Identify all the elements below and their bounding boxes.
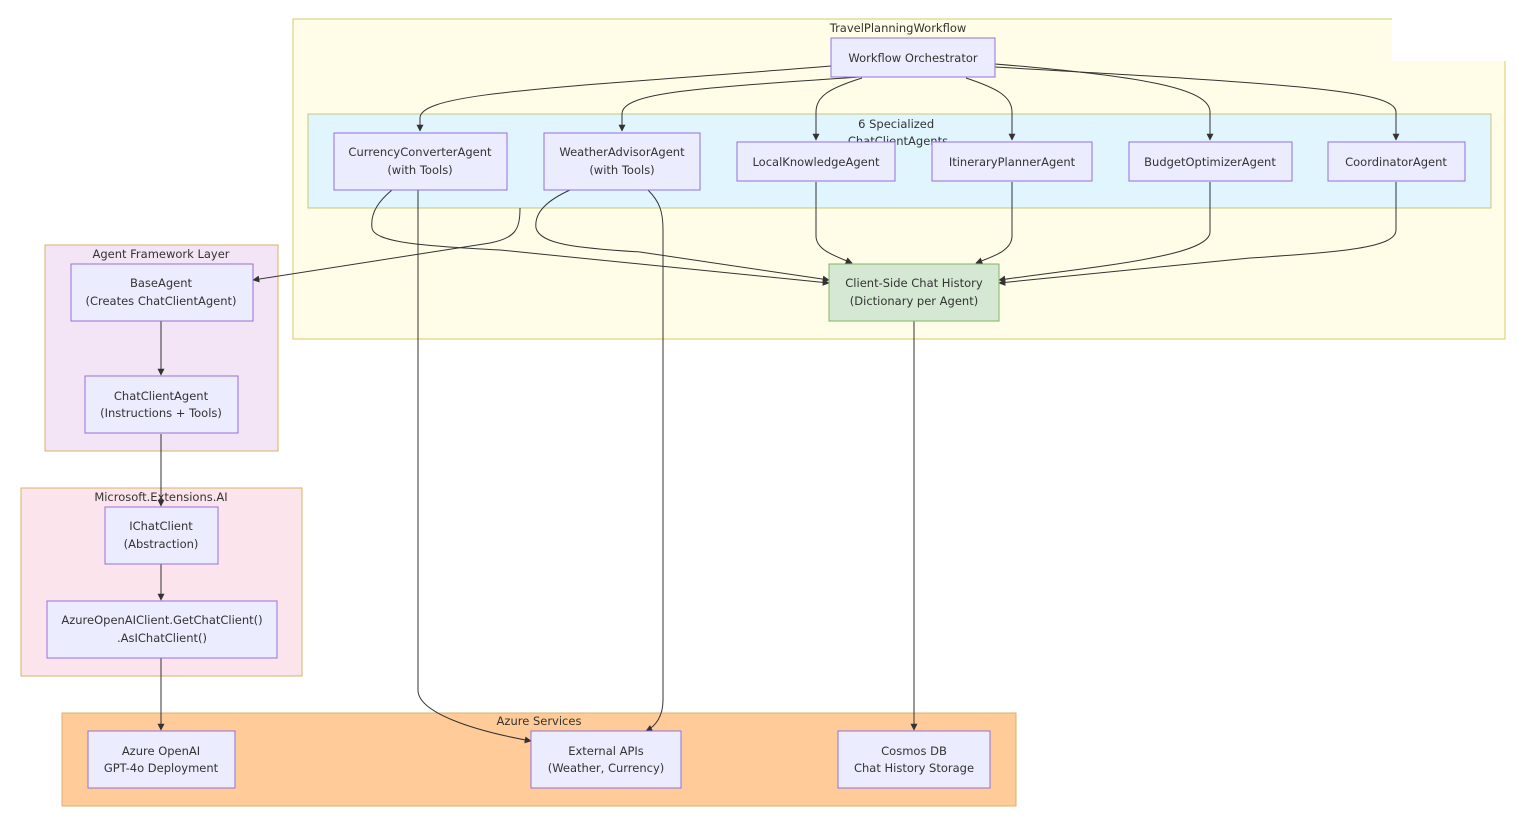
node-label: External APIs (568, 744, 644, 758)
node-azure-openai-client: AzureOpenAIClient.GetChatClient() .AsICh… (46, 600, 278, 659)
edge-budget-to-history (998, 182, 1211, 283)
nodes: Workflow Orchestrator CurrencyConverterA… (46, 37, 1466, 789)
node-label: ItineraryPlannerAgent (949, 155, 1076, 169)
edge-coordinator-to-history (998, 182, 1397, 286)
node-sublabel: (Abstraction) (124, 537, 199, 551)
edge-weather-to-external-apis (645, 189, 664, 732)
node-coordinator-agent: CoordinatorAgent (1327, 141, 1466, 182)
node-label: LocalKnowledgeAgent (752, 155, 880, 169)
edge-orchestrator-to-local (812, 77, 863, 141)
group-title: Agent Framework Layer (92, 247, 229, 261)
edge-currency-to-external-apis (417, 190, 532, 744)
node-label: Client-Side Chat History (845, 276, 983, 290)
node-sublabel: Chat History Storage (854, 761, 974, 775)
group-title: TravelPlanningWorkflow (829, 21, 967, 35)
node-ichat-client: IChatClient (Abstraction) (104, 506, 219, 565)
node-label: CoordinatorAgent (1345, 155, 1447, 169)
edge-orchestrator-to-coordinator (994, 66, 1400, 141)
node-itinerary-planner-agent: ItineraryPlannerAgent (931, 141, 1093, 182)
edge-orchestrator-to-budget (994, 63, 1214, 141)
node-chat-client-agent: ChatClientAgent (Instructions + Tools) (84, 375, 239, 434)
node-sublabel: (with Tools) (589, 163, 654, 177)
node-label: Workflow Orchestrator (848, 51, 977, 65)
node-label: BaseAgent (130, 276, 193, 290)
node-sublabel: .AsIChatClient() (117, 631, 207, 645)
node-label: BudgetOptimizerAgent (1144, 155, 1276, 169)
node-external-apis: External APIs (Weather, Currency) (530, 730, 682, 789)
edge-weather-to-history (535, 189, 830, 283)
edge-orchestrator-to-currency (416, 65, 832, 132)
group-title-line: 6 Specialized (858, 117, 934, 131)
node-sublabel: (Weather, Currency) (548, 761, 665, 775)
edge-orchestrator-to-itinerary (965, 77, 1016, 141)
edge-orchestrator-to-weather (618, 76, 861, 132)
node-label: WeatherAdvisorAgent (559, 145, 685, 159)
node-label: Azure OpenAI (122, 744, 200, 758)
node-label: Cosmos DB (881, 744, 947, 758)
node-sublabel: GPT-4o Deployment (104, 761, 219, 775)
group-title: Azure Services (497, 714, 582, 728)
node-weather-advisor-agent: WeatherAdvisorAgent (with Tools) (543, 132, 701, 191)
node-sublabel: (Dictionary per Agent) (850, 294, 978, 308)
node-label: ChatClientAgent (114, 389, 209, 403)
edge-itinerary-to-history (975, 182, 1013, 265)
node-sublabel: (Instructions + Tools) (100, 406, 222, 420)
node-label: CurrencyConverterAgent (348, 145, 492, 159)
node-workflow-orchestrator: Workflow Orchestrator (830, 37, 996, 78)
node-cosmos-db: Cosmos DB Chat History Storage (837, 730, 991, 789)
edges (157, 63, 1400, 744)
edge-agents-to-base-agent (252, 207, 521, 283)
node-local-knowledge-agent: LocalKnowledgeAgent (736, 141, 896, 182)
node-client-side-chat-history: Client-Side Chat History (Dictionary per… (828, 263, 1000, 322)
node-sublabel: (with Tools) (387, 163, 452, 177)
node-label: AzureOpenAIClient.GetChatClient() (61, 613, 262, 627)
node-budget-optimizer-agent: BudgetOptimizerAgent (1128, 141, 1293, 182)
node-azure-openai: Azure OpenAI GPT-4o Deployment (87, 730, 236, 789)
node-base-agent: BaseAgent (Creates ChatClientAgent) (70, 263, 254, 322)
node-currency-converter-agent: CurrencyConverterAgent (with Tools) (333, 132, 508, 191)
node-label: IChatClient (129, 519, 193, 533)
node-sublabel: (Creates ChatClientAgent) (85, 294, 236, 308)
edge-currency-to-history (371, 189, 830, 286)
edge-local-to-history (815, 182, 853, 264)
